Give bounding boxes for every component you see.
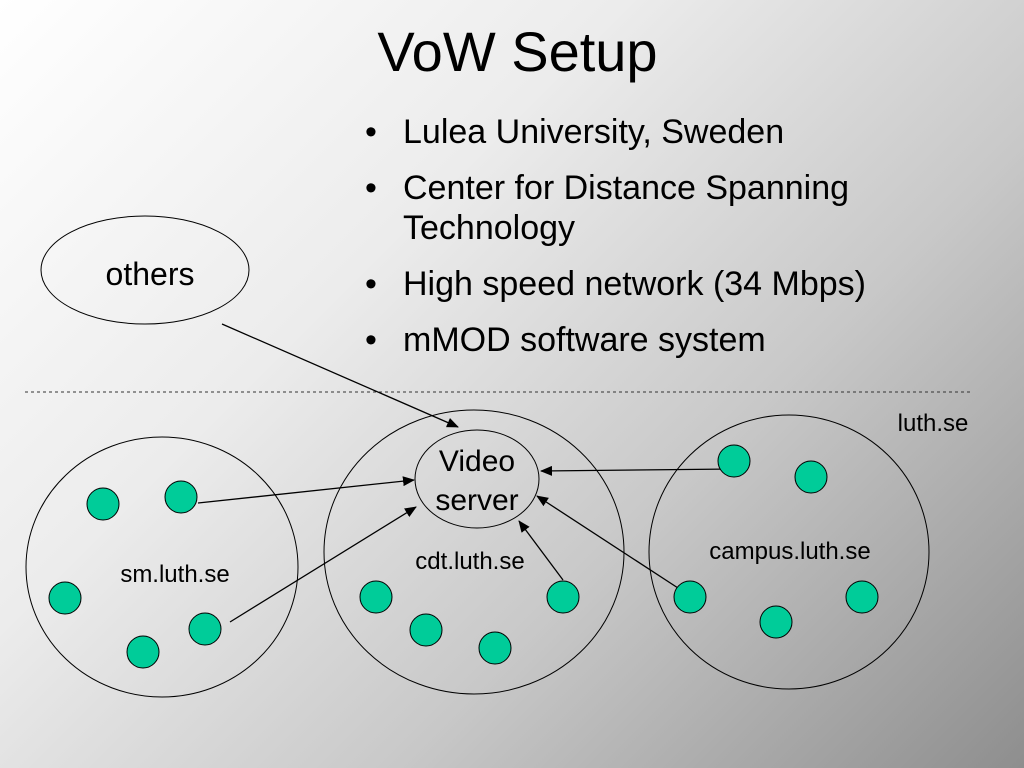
bullet-text: Center for Distance Spanning Technology bbox=[403, 169, 850, 247]
sm-node bbox=[164, 480, 198, 514]
bullet-item: • mMOD software system bbox=[365, 320, 1005, 360]
bullet-item: • Lulea University, Sweden bbox=[365, 112, 1005, 152]
bullet-list: • Lulea University, Sweden • Center for Di… bbox=[365, 112, 1005, 376]
bullet-icon: • bbox=[365, 169, 377, 207]
campus-node bbox=[717, 444, 751, 478]
sm-network-label: sm.luth.se bbox=[120, 561, 229, 588]
cdt-node bbox=[478, 631, 512, 665]
video-server-label-line1: Video bbox=[439, 445, 515, 478]
cdt-node bbox=[546, 580, 580, 614]
arrow-sm-bottom-to-server bbox=[229, 506, 417, 623]
bullet-icon: • bbox=[365, 321, 377, 359]
bullet-item: • Center for Distance Spanning Technology bbox=[365, 168, 1005, 248]
campus-network-label: campus.luth.se bbox=[709, 538, 870, 565]
campus-node bbox=[845, 580, 879, 614]
video-server-label-line2: server bbox=[435, 484, 518, 517]
arrow-others-to-server bbox=[221, 323, 459, 428]
bullet-text: Lulea University, Sweden bbox=[403, 113, 785, 151]
bullet-icon: • bbox=[365, 265, 377, 303]
arrow-sm-top-to-server bbox=[197, 476, 415, 504]
campus-node bbox=[759, 605, 793, 639]
sm-node bbox=[188, 612, 222, 646]
others-ellipse bbox=[40, 215, 250, 325]
campus-node bbox=[673, 580, 707, 614]
arrow-cdt-to-server bbox=[518, 520, 564, 581]
bullet-item: • High speed network (34 Mbps) bbox=[365, 264, 1005, 304]
domain-label: luth.se bbox=[898, 410, 969, 437]
campus-network-circle bbox=[648, 414, 930, 690]
bullet-text: mMOD software system bbox=[403, 321, 766, 359]
arrow-campus-left-to-server bbox=[536, 495, 679, 589]
campus-node bbox=[794, 460, 828, 494]
others-label: others bbox=[106, 256, 195, 292]
sm-node bbox=[86, 487, 120, 521]
bullet-text: High speed network (34 Mbps) bbox=[403, 265, 867, 303]
sm-network-circle bbox=[25, 436, 299, 698]
bullet-icon: • bbox=[365, 113, 377, 151]
cdt-node bbox=[359, 580, 393, 614]
cdt-node bbox=[409, 613, 443, 647]
sm-node bbox=[48, 581, 82, 615]
sm-node bbox=[126, 635, 160, 669]
video-server-ellipse bbox=[414, 429, 540, 529]
cdt-network-label: cdt.luth.se bbox=[415, 548, 524, 575]
slide-title: VoW Setup bbox=[377, 20, 658, 83]
arrow-campus-top-to-server bbox=[540, 465, 735, 476]
